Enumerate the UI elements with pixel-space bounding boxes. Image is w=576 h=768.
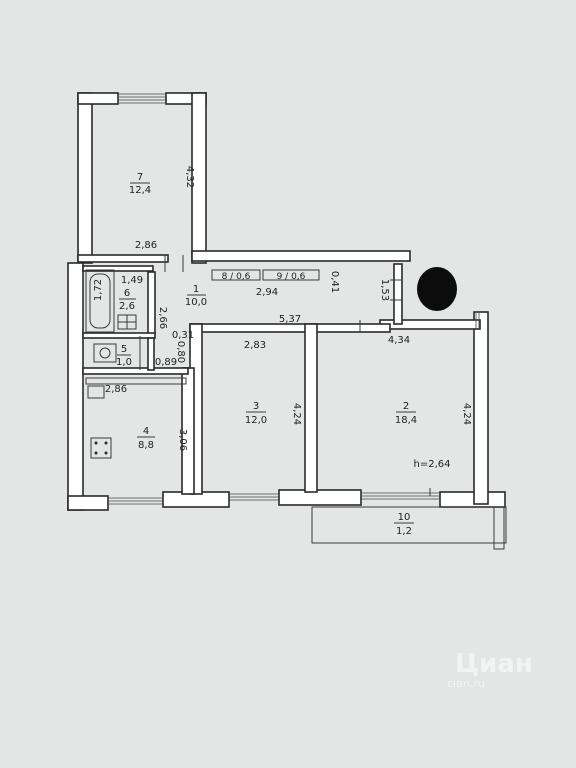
bathtub-inner [89,273,111,329]
room-6-area: 2,6 [119,301,135,312]
door-marks [139,255,431,496]
wall-r5-right [147,337,155,371]
wall-bottom-left [67,495,109,511]
room-2-area: 18,4 [395,415,417,426]
wall-bottom-right [439,491,506,508]
bathtub-outline [85,269,115,333]
wall-r3-r2 [304,323,318,493]
wall-left-outer [67,262,84,511]
room-1-area: 10,0 [185,297,207,308]
bathtub [85,269,115,333]
window-r3 [229,493,279,501]
dim-031: 0,31 [172,330,194,341]
room-3-number: 3 [253,401,259,412]
wall-r6-top [82,265,154,272]
dim-corridor-right: 1,53 [379,279,390,301]
stove-icon [90,437,112,459]
closet-8 [211,269,261,281]
wall-r5-bottom [82,367,189,375]
dim-r6-width: 1,49 [121,275,143,286]
watermark-sub: cian.ru [447,677,485,690]
redaction-blot [417,267,457,311]
walls [67,92,506,511]
wall-corridor-top [191,250,411,262]
dim-r6-height: 2,66 [157,307,168,329]
room-9-label: 9 / 0,6 [277,272,306,282]
dim-r4-width: 2,86 [105,384,127,395]
windows [108,93,480,505]
watermark: Циан cian.ru [447,649,533,690]
room-5-number: 5 [121,344,127,355]
closet-9 [262,269,320,281]
dimension-labels: 4,32 2,86 1,49 1,72 2,66 2,94 0,41 1,53 … [93,166,472,470]
dim-corridor-length: 2,94 [256,287,278,298]
wall-r7-left [77,92,93,264]
balcony [311,506,507,550]
dim-closet-depth: 0,41 [329,271,340,293]
wall-corridor-right [393,263,403,325]
window-r2 [361,492,440,500]
window-r4 [108,497,163,505]
watermark-main: Циан [455,649,533,679]
dim-080: 0,80 [175,341,186,363]
room-2-number: 2 [403,401,409,412]
room-1-number: 1 [193,284,199,295]
room-5-area: 1,0 [116,357,132,368]
sanitary [93,314,137,363]
window-r7 [118,93,166,104]
room-8-label: 8 / 0,6 [222,272,251,282]
room-10-area: 1,2 [396,526,412,537]
wall-r5-top [82,332,156,339]
closets [211,269,320,281]
dim-r2-height: 4,24 [461,403,472,425]
dim-r4-height: 3,06 [177,429,188,451]
dim-r3-height: 4,24 [291,403,302,425]
toilet-icon [93,343,117,363]
kitchen-sink [87,385,105,399]
window-r2-right [475,312,480,330]
balcony-outline [311,506,507,544]
room-7-area: 12,4 [129,185,151,196]
wall-r6-right [147,271,156,335]
wall-r7-top-left [77,92,119,105]
dim-corridor-total: 5,37 [279,314,301,325]
room-4-number: 4 [143,426,149,437]
wall-r7-right [191,92,207,264]
wall-r7-bottom [77,254,169,263]
dim-bath-length: 1,72 [93,279,104,301]
room-4-area: 8,8 [138,440,154,451]
room-10-number: 10 [398,512,411,523]
dim-r7-width: 2,86 [135,240,157,251]
kitchen-counter [85,377,187,385]
dim-r3-width: 2,83 [244,340,266,351]
balcony-rail [493,506,505,550]
wall-right-outer [473,311,489,505]
dim-r2-width: 4,34 [388,335,410,346]
room-labels: 7 12,4 1 10,0 6 2,6 5 1,0 4 8,8 3 12,0 2… [116,172,417,537]
dim-r7-height: 4,32 [184,166,195,188]
dim-r5-width: 0,89 [155,357,177,368]
ceiling-height: h=2,64 [414,459,451,470]
wall-bottom-mid2 [278,489,362,506]
room-7-number: 7 [137,172,143,183]
room-6-number: 6 [124,288,130,299]
room-3-area: 12,0 [245,415,267,426]
